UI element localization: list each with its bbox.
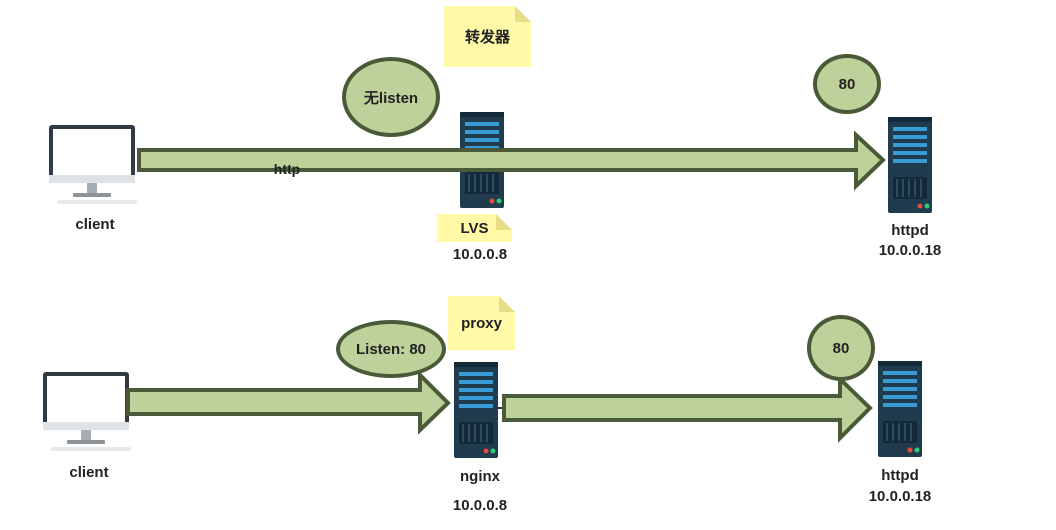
httpd-label: httpd [891,222,929,239]
port-80-bubble: 80 [813,54,881,114]
forwarder-note: 转发器 [444,6,531,67]
bottom-proxy-arrow [502,374,873,443]
top-flow-arrow [137,130,886,191]
nginx-label: nginx [460,468,500,485]
client-label: client [69,464,109,481]
nginx-ip: 10.0.0.8 [452,497,508,514]
http-label: http [273,161,301,177]
httpd-server-icon [887,116,933,214]
client-label: client [75,216,115,233]
client-computer-icon [43,372,131,451]
port-80-bubble: 80 [807,315,875,381]
no-listen-bubble: 无listen [342,57,440,137]
proxy-note: proxy [448,296,515,350]
httpd-server-icon [877,360,923,458]
lvs-ip: 10.0.0.8 [452,246,508,263]
lvs-note: LVS [437,214,512,242]
bottom-client-arrow [126,370,451,435]
httpd-ip: 10.0.0.18 [878,242,942,259]
httpd-ip: 10.0.0.18 [868,488,932,505]
listen-80-bubble: Listen: 80 [336,320,446,378]
nginx-server-icon [453,361,499,459]
httpd-label: httpd [881,467,919,484]
client-computer-icon [49,125,137,204]
